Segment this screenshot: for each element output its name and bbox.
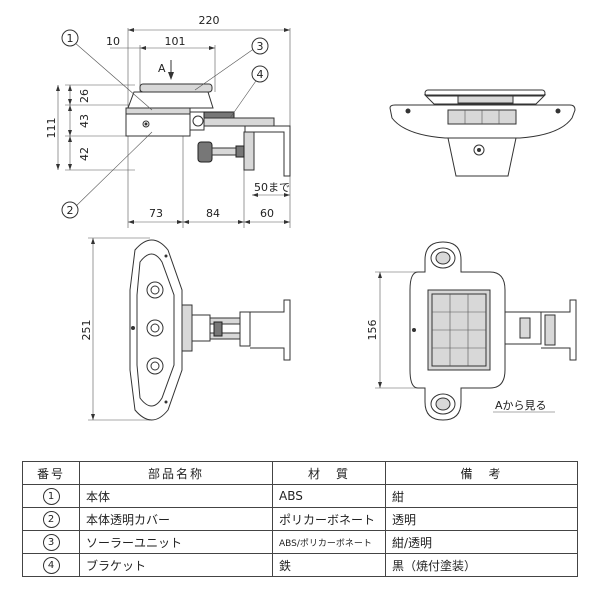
table-row: 1 本体 ABS 紺 (22, 484, 578, 508)
row-material: ポリカーボネート (272, 507, 386, 531)
dim-50-max: 50まで (254, 181, 290, 194)
row-note: 透明 (385, 507, 578, 531)
row-part-name: 本体透明カバー (79, 507, 273, 531)
callout-1: 1 (67, 32, 74, 45)
row-number: 1 (42, 487, 60, 505)
top-view: 251 (80, 237, 291, 421)
dim-26: 26 (78, 89, 91, 103)
header-notes: 備 考 (385, 461, 578, 485)
arrow-a-label: A (158, 62, 166, 75)
dim-111: 111 (45, 118, 58, 139)
row-material: 鉄 (272, 553, 386, 577)
callout-3: 3 (257, 40, 264, 53)
view-from-a-label: Aから見る (495, 399, 547, 412)
technical-drawing: 220 10 101 26 43 42 111 73 84 60 (45, 14, 577, 421)
dim-251: 251 (80, 320, 93, 341)
table-header-row: 番号 部品名称 材 質 備 考 (22, 461, 578, 485)
table-row: 4 ブラケット 鉄 黒（焼付塗装） (22, 553, 578, 577)
row-part-name: 本体 (79, 484, 273, 508)
dim-73: 73 (149, 207, 163, 220)
callout-4: 4 (257, 68, 264, 81)
dim-60: 60 (260, 207, 274, 220)
parts-table: 番号 部品名称 材 質 備 考 1 本体 ABS 紺 2 本体透明カバー ポリカ… (22, 461, 578, 577)
row-note: 紺/透明 (385, 530, 578, 554)
row-note: 紺 (385, 484, 578, 508)
dim-220: 220 (199, 14, 220, 27)
side-view: 220 10 101 26 43 42 111 73 84 60 (45, 14, 291, 228)
dim-43: 43 (78, 114, 91, 128)
dim-156: 156 (366, 320, 379, 341)
row-material: ABS/ポリカーボネート (272, 530, 386, 554)
view-from-a: 156 Aから見る (366, 241, 577, 421)
row-number: 2 (42, 510, 60, 528)
dim-10: 10 (106, 35, 120, 48)
row-number: 4 (42, 556, 60, 574)
row-part-name: ブラケット (79, 553, 273, 577)
row-note: 黒（焼付塗装） (385, 553, 578, 577)
dim-42: 42 (78, 147, 91, 161)
dim-101: 101 (165, 35, 186, 48)
row-part-name: ソーラーユニット (79, 530, 273, 554)
callout-2: 2 (67, 204, 74, 217)
header-part-name: 部品名称 (79, 461, 273, 485)
front-view (389, 89, 576, 177)
row-material: ABS (272, 484, 386, 508)
dim-84: 84 (206, 207, 220, 220)
table-row: 3 ソーラーユニット ABS/ポリカーボネート 紺/透明 (22, 530, 578, 554)
table-row: 2 本体透明カバー ポリカーボネート 透明 (22, 507, 578, 531)
row-number: 3 (42, 533, 60, 551)
header-material: 材 質 (272, 461, 386, 485)
header-number: 番号 (22, 461, 80, 485)
